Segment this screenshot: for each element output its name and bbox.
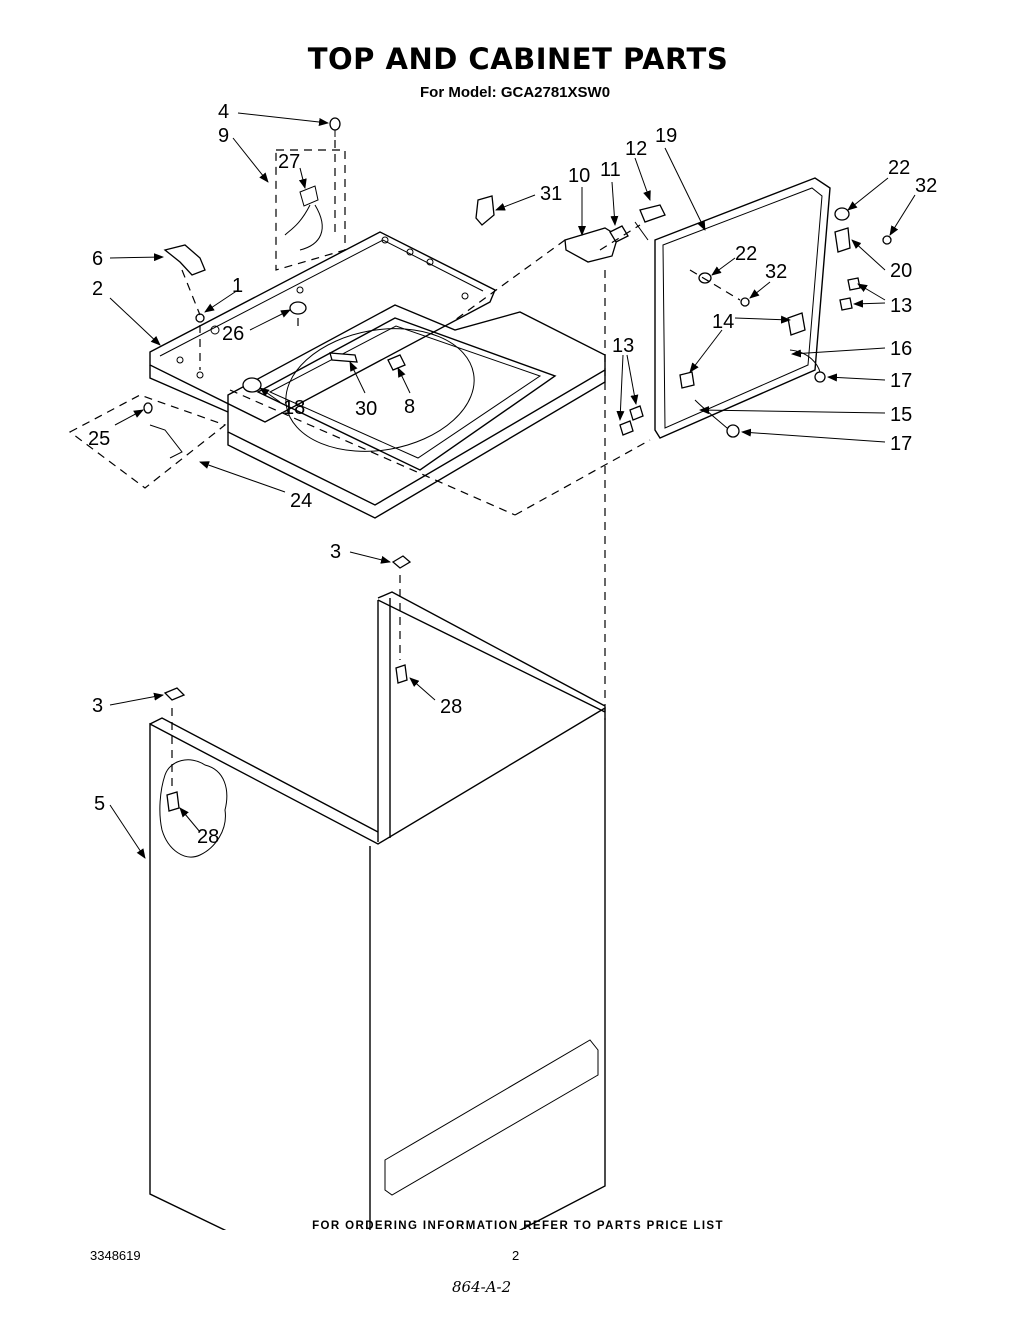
ordering-note: FOR ORDERING INFORMATION REFER TO PARTS … [312,1220,724,1232]
callout-32-center: 32 [765,261,787,283]
page-title: TOP AND CABINET PARTS [307,42,729,76]
callout-19: 19 [655,125,677,147]
small-parts [68,117,666,489]
page-number: 2 [512,1248,520,1263]
callout-20: 20 [890,260,912,282]
callout-2: 2 [92,278,103,300]
callout-12: 12 [625,138,647,160]
callout-22-center: 22 [735,243,757,265]
callout-28-lower: 28 [197,826,219,848]
callout-13-right: 13 [890,295,912,317]
document-number: 3348619 [90,1248,141,1263]
callout-6: 6 [92,248,103,270]
callout-16: 16 [890,338,912,360]
callout-22-right: 22 [888,157,910,179]
callout-1: 1 [232,275,243,297]
callout-13-left: 13 [612,335,634,357]
handwritten-code: 864-A-2 [452,1278,512,1296]
callout-labels: 4 9 27 6 2 1 26 18 30 8 31 10 11 12 19 2… [88,101,937,848]
leader-lines [109,112,916,859]
callout-3-upper: 3 [330,541,341,563]
parts-exploded-diagram: 4 9 27 6 2 1 26 18 30 8 31 10 11 12 19 2… [68,101,937,1230]
callout-11: 11 [600,159,621,181]
callout-25: 25 [88,428,110,450]
callout-5: 5 [94,793,105,815]
alignment-lines [171,140,741,790]
callout-14: 14 [712,311,734,333]
callout-9: 9 [218,125,229,147]
model-subtitle: For Model: GCA2781XSW0 [420,84,611,101]
callout-32-right: 32 [915,175,937,197]
callout-18: 18 [283,397,305,419]
callout-17-lower: 17 [890,433,912,455]
callout-17-upper: 17 [890,370,912,392]
callout-27: 27 [278,151,300,173]
callout-28-upper: 28 [440,696,462,718]
callout-30: 30 [355,398,377,420]
callout-24: 24 [290,490,312,512]
lid-panel [619,177,892,439]
top-panel [149,231,606,519]
callout-31: 31 [540,183,562,205]
callout-10: 10 [568,165,590,187]
callout-15: 15 [890,404,912,426]
callout-4: 4 [218,101,229,123]
callout-8: 8 [404,396,415,418]
callout-26: 26 [222,323,244,345]
callout-3-lower: 3 [92,695,103,717]
cabinet [149,555,606,1230]
